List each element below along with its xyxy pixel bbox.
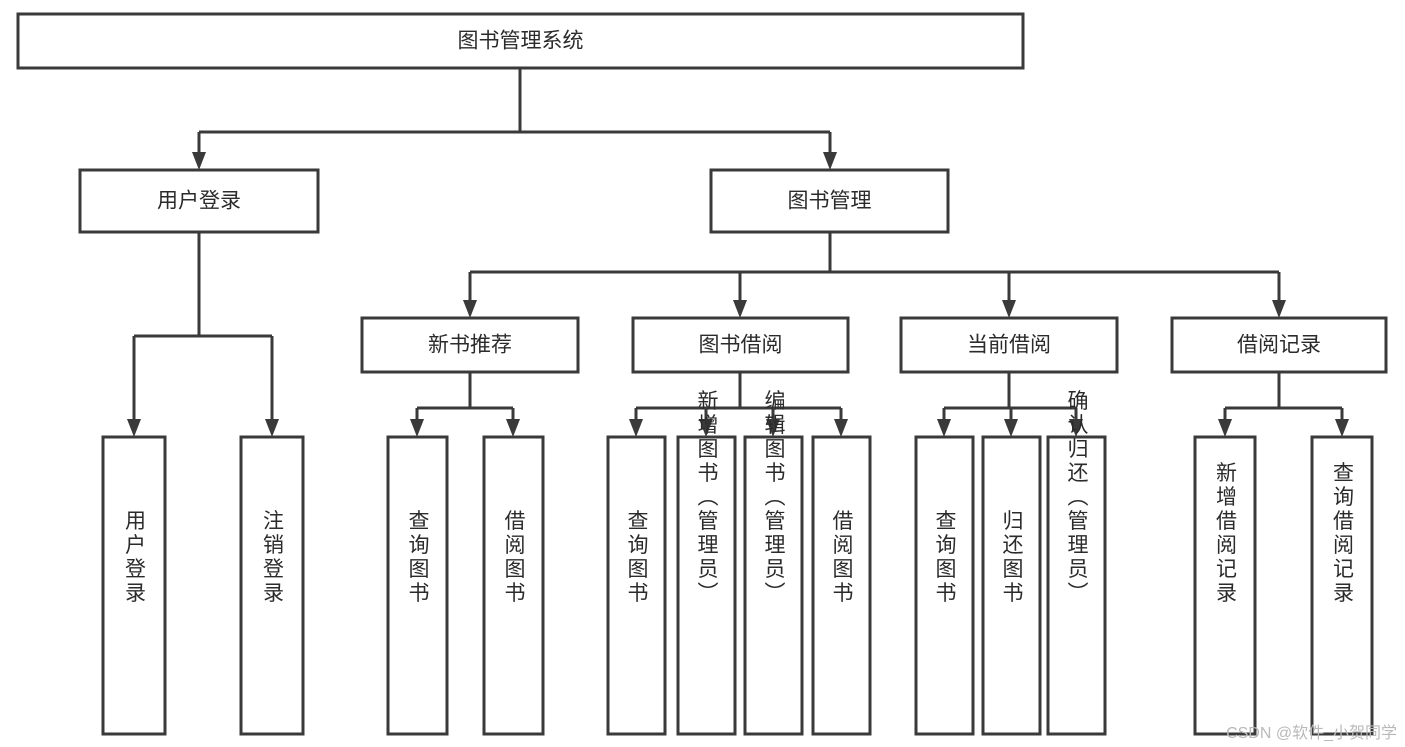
node-leaf-user-login[interactable]: 用户登录	[101, 435, 167, 736]
node-label: 用户登录	[157, 190, 241, 213]
node-label: 新书推荐	[428, 334, 512, 357]
node-borrow-record[interactable]: 借阅记录	[1170, 316, 1388, 374]
edges-layer	[127, 68, 1349, 437]
node-box[interactable]	[709, 168, 950, 234]
node-leaf-add-book[interactable]: 新增图书（管理员）	[676, 390, 737, 736]
edge-arrowhead	[1069, 419, 1083, 437]
node-box[interactable]	[1170, 316, 1388, 374]
node-label: 图书借阅	[699, 334, 783, 357]
node-root[interactable]: 图书管理系统	[16, 12, 1025, 70]
node-leaf-confirm-return[interactable]: 确认归还（管理员）	[1046, 390, 1107, 736]
node-label: 编辑图书（管理员）	[762, 390, 786, 606]
nodes-layer: 图书管理系统用户登录图书管理新书推荐图书借阅当前借阅借阅记录用户登录注销登录查询…	[16, 12, 1388, 736]
node-label: 注销登录	[261, 510, 285, 606]
edge-arrowhead	[629, 419, 643, 437]
node-label: 归还图书	[1000, 510, 1024, 606]
node-label: 新增图书（管理员）	[695, 390, 719, 606]
edge-arrowhead	[127, 419, 141, 437]
node-box[interactable]	[1310, 435, 1374, 736]
node-box[interactable]	[78, 168, 320, 234]
edge-arrowhead	[1002, 300, 1016, 318]
node-box[interactable]	[386, 435, 449, 736]
node-box[interactable]	[676, 435, 737, 736]
node-label: 当前借阅	[967, 334, 1051, 357]
edge-current-to-leaves	[937, 372, 1083, 437]
edge-recommend-to-leaves	[410, 372, 520, 437]
node-box[interactable]	[1046, 435, 1107, 736]
node-box[interactable]	[239, 435, 305, 736]
edge-arrowhead	[834, 419, 848, 437]
node-leaf-add-record[interactable]: 新增借阅记录	[1193, 435, 1257, 736]
edge-bookmanage-to-level2	[463, 232, 1286, 318]
edge-arrowhead	[1218, 419, 1232, 437]
node-box[interactable]	[914, 435, 975, 736]
node-label: 图书管理	[788, 190, 872, 213]
node-user-login[interactable]: 用户登录	[78, 168, 320, 234]
edge-arrowhead	[766, 419, 780, 437]
node-book-borrow[interactable]: 图书借阅	[631, 316, 850, 374]
node-leaf-borrow-book-1[interactable]: 借阅图书	[482, 435, 545, 736]
node-leaf-query-record[interactable]: 查询借阅记录	[1310, 435, 1374, 736]
node-new-book-recommend[interactable]: 新书推荐	[360, 316, 580, 374]
node-leaf-borrow-book-2[interactable]: 借阅图书	[811, 435, 872, 736]
edge-arrowhead	[1335, 419, 1349, 437]
node-box[interactable]	[811, 435, 872, 736]
edge-record-to-leaves	[1218, 372, 1349, 437]
node-box[interactable]	[981, 435, 1042, 736]
node-label: 图书管理系统	[458, 30, 584, 53]
edge-arrowhead	[1004, 419, 1018, 437]
node-box[interactable]	[899, 316, 1119, 374]
node-label: 借阅图书	[830, 510, 854, 606]
node-leaf-query-book-3[interactable]: 查询图书	[914, 435, 975, 736]
node-label: 查询图书	[625, 510, 649, 606]
edge-arrowhead	[1272, 300, 1286, 318]
edge-arrowhead	[265, 419, 279, 437]
node-label: 新增借阅记录	[1214, 462, 1238, 606]
edge-arrowhead	[463, 300, 477, 318]
node-leaf-return-book[interactable]: 归还图书	[981, 435, 1042, 736]
edge-arrowhead	[506, 419, 520, 437]
node-box[interactable]	[743, 435, 804, 736]
node-label: 借阅图书	[502, 510, 526, 606]
node-label: 确认归还（管理员）	[1065, 390, 1089, 606]
node-box[interactable]	[360, 316, 580, 374]
edge-arrowhead	[410, 419, 424, 437]
node-current-borrow[interactable]: 当前借阅	[899, 316, 1119, 374]
edge-arrowhead	[699, 419, 713, 437]
edge-borrow-to-leaves	[629, 372, 848, 437]
edge-arrowhead	[192, 152, 206, 170]
node-box[interactable]	[631, 316, 850, 374]
node-box[interactable]	[16, 12, 1025, 70]
node-label: 查询图书	[406, 510, 430, 606]
node-leaf-logout[interactable]: 注销登录	[239, 435, 305, 736]
node-box[interactable]	[101, 435, 167, 736]
node-box[interactable]	[1193, 435, 1257, 736]
node-label: 查询借阅记录	[1331, 462, 1355, 606]
node-label: 借阅记录	[1237, 334, 1321, 357]
node-label: 用户登录	[123, 510, 147, 606]
edge-login-to-leaves	[127, 232, 279, 437]
node-leaf-query-book-2[interactable]: 查询图书	[606, 435, 667, 736]
node-box[interactable]	[606, 435, 667, 736]
edge-root-to-level1	[192, 68, 837, 170]
csdn-watermark: CSDN @软件_小贺同学	[1226, 725, 1397, 742]
node-leaf-edit-book[interactable]: 编辑图书（管理员）	[743, 390, 804, 736]
node-label: 查询图书	[933, 510, 957, 606]
node-book-manage[interactable]: 图书管理	[709, 168, 950, 234]
edge-arrowhead	[937, 419, 951, 437]
node-leaf-query-book-1[interactable]: 查询图书	[386, 435, 449, 736]
edge-arrowhead	[823, 152, 837, 170]
edge-arrowhead	[733, 300, 747, 318]
node-box[interactable]	[482, 435, 545, 736]
